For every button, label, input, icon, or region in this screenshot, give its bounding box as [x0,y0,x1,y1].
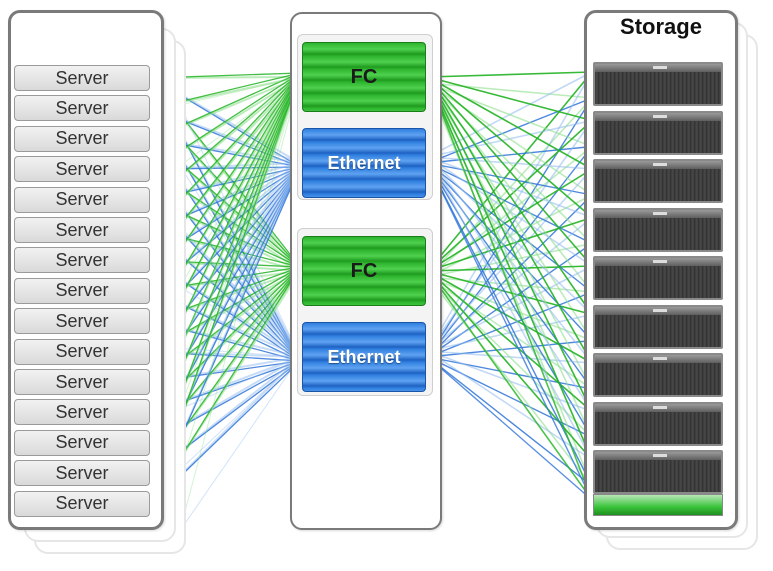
server-box: Server [14,277,150,304]
storage-array-unit [593,353,723,397]
server-box: Server [14,247,150,274]
storage-array-unit [593,304,723,349]
fc-switch-label: FC [350,65,378,88]
storage-array-unit [593,401,723,446]
storage-array-unit [593,110,723,155]
server-box: Server [14,369,150,395]
fc-switch: FC [302,42,426,112]
server-box: Server [14,399,150,426]
ethernet-switch: Ethernet [302,128,426,198]
server-box: Server [14,65,150,91]
server-box: Server [14,460,150,487]
storage-array-base [593,494,723,516]
ethernet-switch: Ethernet [302,322,426,392]
storage-array-unit [593,159,723,203]
ethernet-switch-label: Ethernet [327,152,401,173]
server-box: Server [14,186,150,213]
storage-title: Storage [620,14,702,39]
server-box: Server [14,156,150,183]
server-box: Server [14,217,150,243]
server-box: Server [14,95,150,122]
server-box: Server [14,308,150,335]
storage-array-unit [593,450,723,494]
storage-array-unit [593,62,723,106]
fc-switch: FC [302,236,426,306]
server-box: Server [14,490,150,517]
storage-array-unit [593,207,723,252]
fc-switch-label: FC [350,259,378,282]
server-box: Server [14,429,150,456]
server-box: Server [14,338,150,365]
server-box: Server [14,125,150,152]
ethernet-switch-label: Ethernet [327,346,401,367]
storage-array-unit [593,256,723,300]
